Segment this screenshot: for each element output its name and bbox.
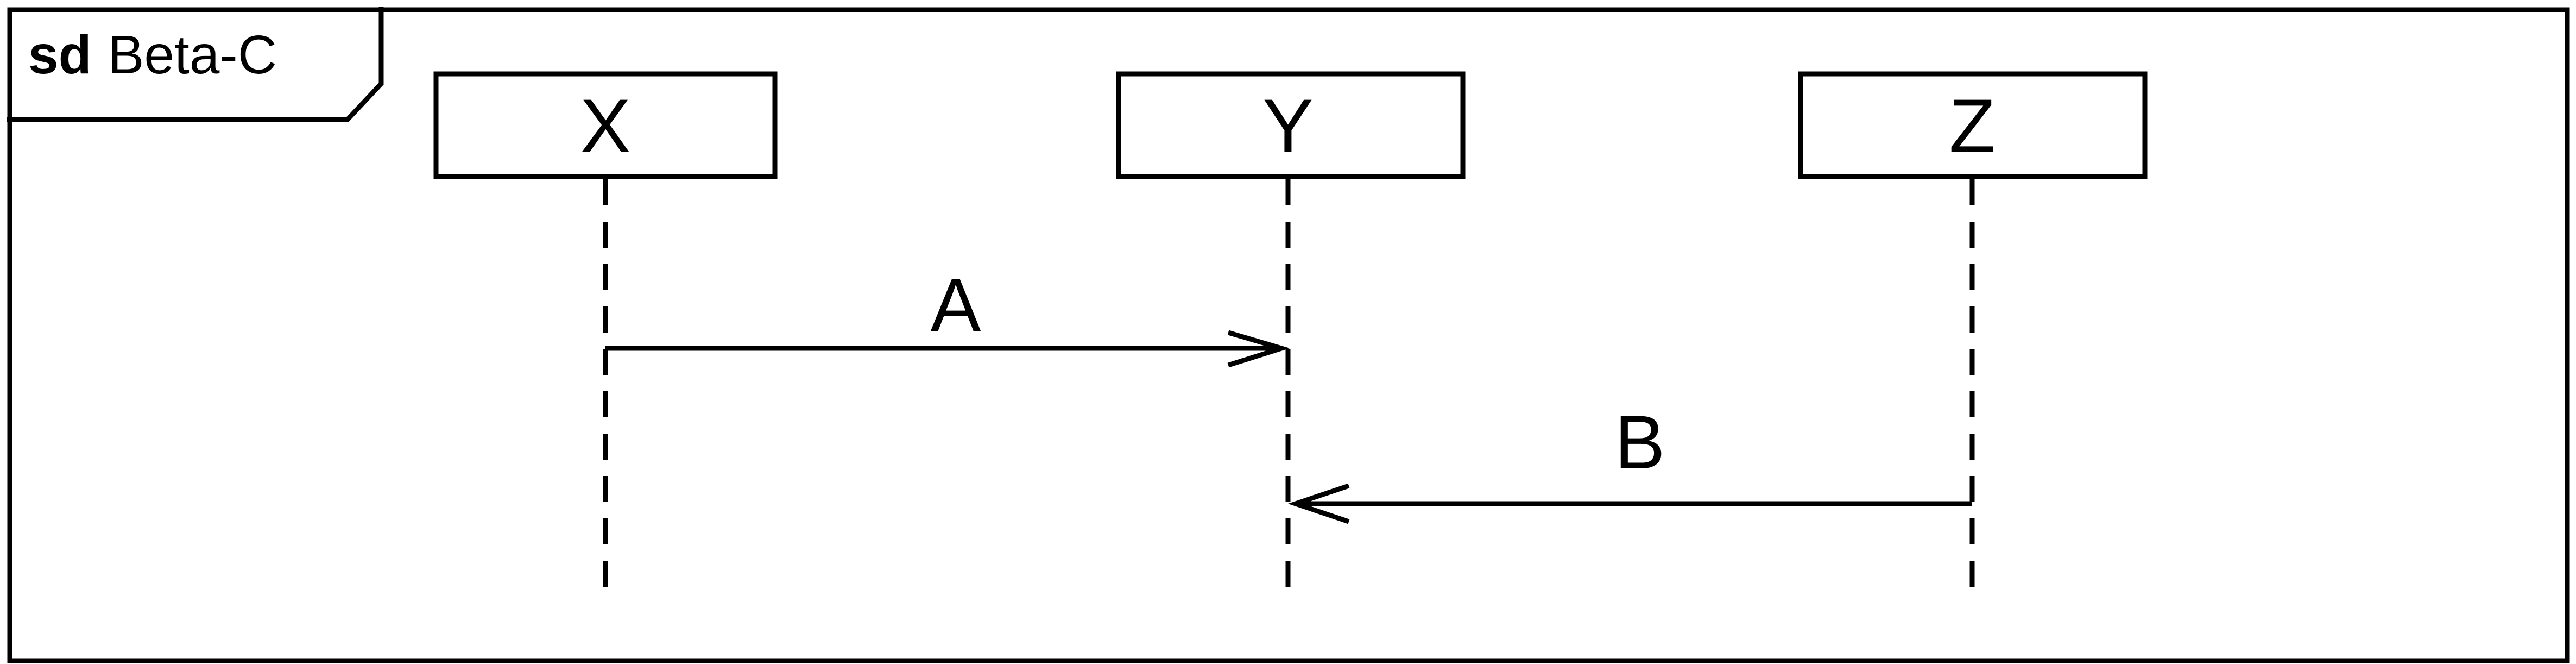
message-b-label: B (1614, 399, 1665, 485)
lifeline-head-z (1798, 71, 2148, 179)
frame-keyword: sd (28, 24, 92, 85)
message-b-arrowhead (1287, 483, 1350, 524)
frame-title: sd Beta-C (28, 24, 277, 85)
lifeline-z: Z (1798, 71, 2148, 592)
message-b: B (1287, 399, 1972, 524)
frame-name-tab (7, 7, 384, 122)
lifeline-head-y (1116, 71, 1466, 179)
frame-border (7, 7, 2570, 663)
lifeline-x: X (433, 71, 778, 592)
message-a-arrowhead (1227, 330, 1290, 368)
frame-name: Beta-C (108, 24, 277, 85)
lifeline-y: Y (1116, 71, 1466, 592)
lifeline-label-x: X (580, 83, 630, 168)
message-a: A (605, 262, 1290, 368)
message-a-label: A (930, 262, 981, 348)
lifeline-label-z: Z (1949, 83, 1996, 168)
lifeline-head-x (433, 71, 778, 179)
lifeline-label-y: Y (1262, 83, 1313, 168)
